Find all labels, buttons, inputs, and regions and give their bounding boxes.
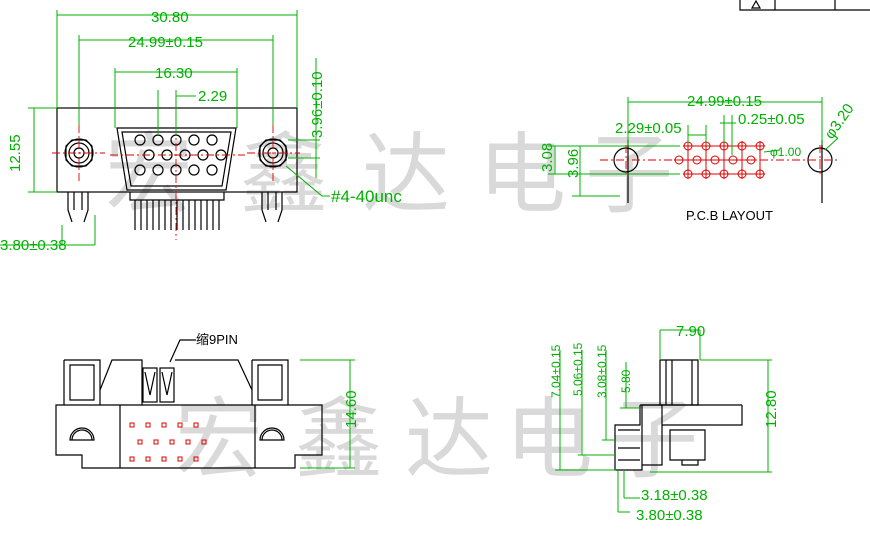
dim-shell-width: 16.30	[155, 65, 193, 82]
dim-pcb-row-spacing-b: 3.96	[565, 149, 582, 178]
dim-side-b1: 3.18±0.38	[641, 487, 708, 504]
d-shell	[116, 127, 237, 191]
dim-pin-pitch: 2.29	[198, 88, 227, 105]
dim-side-total-height: 12.80	[763, 390, 780, 428]
thread-label: #4-40unc	[331, 187, 402, 206]
dim-side-h1: 7.04±0.15	[549, 344, 563, 398]
watermark-char-7: 鑫	[295, 388, 383, 491]
pin-label: 缩9PIN	[196, 332, 238, 347]
pin-array	[134, 134, 227, 176]
dim-board-offset: 3.80±0.38	[0, 237, 67, 254]
pin-label-leader	[169, 339, 196, 363]
dim-pcb-pin-dia: φ1.00	[770, 145, 801, 159]
watermark-char-3: 达	[362, 123, 450, 226]
dim-mount-hole-pitch: 24.99±0.15	[128, 34, 203, 51]
thread-leader	[285, 165, 330, 197]
hex-nut-right	[251, 359, 289, 405]
watermark-char-9: 电	[505, 388, 593, 491]
watermark-char-10: 子	[610, 388, 698, 491]
dim-side-h2: 5.06±0.15	[571, 342, 585, 396]
bottom-body	[55, 404, 323, 469]
watermark-char-8: 达	[405, 388, 493, 491]
dim-pcb-hole-pitch: 24.99±0.15	[687, 93, 762, 110]
dim-side-h3: 3.08±0.15	[595, 344, 609, 398]
dim-side-top-width: 7.90	[676, 323, 705, 340]
dim-pcb-pin-pitch: 2.29±0.05	[615, 120, 682, 137]
bottom-pin-array	[129, 422, 207, 462]
title-block-corner	[739, 0, 870, 11]
dim-hole-offset: 3.96±0.10	[309, 71, 326, 138]
pcb-layout-title: P.C.B LAYOUT	[686, 208, 773, 223]
side-view: 7.90 12.80 7.04±0.15 5.06±0.15 3.08±0.15…	[549, 323, 780, 524]
front-view: 30.80 24.99±0.15 16.30 2.29 12.55 3.96±0…	[0, 9, 402, 254]
dim-pcb-mount-dia: φ3.20	[821, 101, 857, 143]
dim-pcb-row-offset: 0.25±0.05	[738, 111, 805, 128]
dim-side-h4: 5.80	[619, 369, 633, 393]
side-boss	[669, 429, 706, 466]
bottom-view: 缩9PIN 14.60	[55, 332, 360, 469]
dim-bottom-height: 14.60	[343, 390, 360, 428]
watermark: 宏 鑫 达 电 子 宏 鑫 达 电 子	[105, 123, 698, 491]
dim-pcb-row-spacing-a: 3.08	[539, 143, 556, 172]
dim-overall-width: 30.80	[151, 9, 189, 26]
hex-nut-left	[63, 359, 101, 405]
front-flange	[56, 107, 298, 193]
dim-height: 12.55	[7, 134, 24, 172]
revision-triangle-icon	[750, 0, 762, 9]
dim-side-b2: 3.80±0.38	[636, 507, 703, 524]
